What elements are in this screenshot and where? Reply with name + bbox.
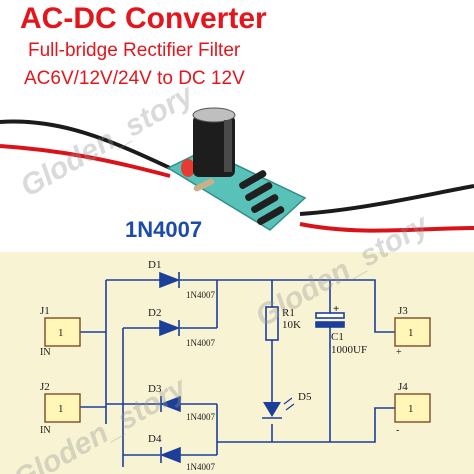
j2-label: J2 <box>40 381 50 393</box>
j3-label: J3 <box>398 305 408 317</box>
j3-polarity: + <box>396 347 402 358</box>
voltage-spec: AC6V/12V/24V to DC 12V <box>24 68 245 89</box>
product-subtitle: Full-bridge Rectifier Filter <box>28 40 241 61</box>
product-photo: AC-DC Converter Full-bridge Rectifier Fi… <box>0 2 474 242</box>
rectifier-diodes <box>239 170 285 225</box>
d4-label: D4 <box>148 433 162 445</box>
r1-value: 10K <box>282 319 301 331</box>
d4-part: 1N4007 <box>186 462 215 472</box>
d2-label: D2 <box>148 307 161 319</box>
d1-part: 1N4007 <box>186 290 215 300</box>
d2-part: 1N4007 <box>186 338 215 348</box>
output-wire-red <box>299 222 474 233</box>
d5-label: D5 <box>298 391 312 403</box>
c1-value: 1000UF <box>331 344 367 356</box>
d5-led-symbol <box>262 397 295 419</box>
electrolytic-capacitor <box>192 107 236 177</box>
d3-label: D3 <box>148 383 162 395</box>
j1-name: IN <box>40 347 51 358</box>
j2-pin: 1 <box>58 403 64 415</box>
input-wire-black <box>0 119 171 170</box>
c1-symbol <box>315 312 345 328</box>
d1-label: D1 <box>148 259 161 271</box>
j3-pin: 1 <box>408 327 414 339</box>
j4-polarity: - <box>396 425 399 436</box>
connector-boxes <box>44 317 431 423</box>
resistor <box>193 178 215 192</box>
j4-label: J4 <box>398 381 408 393</box>
j1-pin: 1 <box>58 327 64 339</box>
c1-polarity: + <box>333 303 339 315</box>
j2-name: IN <box>40 425 51 436</box>
j4-pin: 1 <box>408 403 414 415</box>
r1-symbol <box>265 306 279 341</box>
j1-label: J1 <box>40 305 50 317</box>
product-title: AC-DC Converter <box>20 2 267 35</box>
output-wire-black <box>299 184 474 216</box>
schematic-wires <box>80 279 395 467</box>
d3-part: 1N4007 <box>186 412 215 422</box>
input-wire-red <box>0 144 171 178</box>
diode-part-label: 1N4007 <box>125 217 203 242</box>
bridge-diode-symbols <box>159 271 181 464</box>
power-led <box>181 159 195 177</box>
converter-board-illustration <box>0 107 474 233</box>
c1-label: C1 <box>331 331 344 343</box>
circuit-schematic: J1 1 IN J2 1 IN J3 1 + J4 1 - D1 1N4007 … <box>0 252 474 474</box>
r1-label: R1 <box>282 307 295 319</box>
